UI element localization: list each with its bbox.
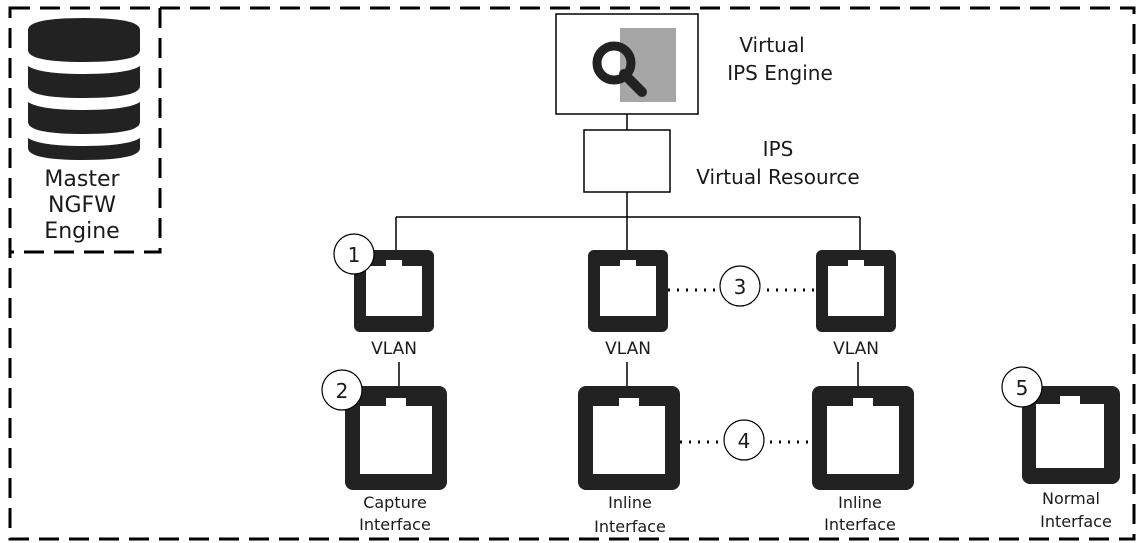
interface-label-line2: Interface <box>1040 512 1112 531</box>
callout-circle <box>333 233 375 275</box>
ips-virtual-resource-label-1: IPS <box>763 137 794 161</box>
inline-interface-port-icon <box>578 386 680 490</box>
magnifier-icon <box>592 41 647 97</box>
callout-circle <box>321 369 363 411</box>
interface-label-line2: Interface <box>359 515 431 534</box>
callout-circle <box>723 419 765 461</box>
database-icon <box>28 18 140 160</box>
interface-label-line1: Capture <box>363 493 427 512</box>
callout-circle <box>719 265 761 307</box>
master-engine-label-3: Engine <box>44 219 119 244</box>
callout-circle <box>1001 366 1043 408</box>
interface-label-line2: Interface <box>594 517 666 536</box>
callout-number: 1 <box>348 243 361 267</box>
master-engine-label-1: Master <box>44 167 120 192</box>
interface-label-line1: Inline <box>608 493 652 512</box>
master-engine-label-2: NGFW <box>48 193 116 218</box>
virtual-ips-engine-label-1: Virtual <box>739 33 804 57</box>
callout-number: 3 <box>734 275 747 299</box>
callout-number: 5 <box>1016 376 1029 400</box>
ips-virtual-resource-label-2: Virtual Resource <box>696 165 859 189</box>
interface-label-line1: Normal <box>1042 489 1100 508</box>
normal-interface-port-icon <box>1022 386 1120 484</box>
virtual-ips-engine-label-2: IPS Engine <box>727 61 833 85</box>
vlan-port-icon <box>816 250 896 332</box>
vlan-label: VLAN <box>605 339 651 359</box>
interface-label-line1: Inline <box>838 493 882 512</box>
callout-number: 2 <box>336 379 349 403</box>
vlan-port-icon <box>588 250 668 332</box>
vlan-port-icon <box>354 250 434 332</box>
capture-interface-port-icon <box>345 386 447 490</box>
callout-number: 4 <box>738 429 751 453</box>
vlan-label: VLAN <box>371 339 417 359</box>
master-engine-box <box>10 6 162 254</box>
vlan-label: VLAN <box>833 339 879 359</box>
inline-interface-port-icon <box>812 386 914 490</box>
interface-label-line2: Interface <box>824 515 896 534</box>
outer-boundary <box>8 6 1136 541</box>
ips-virtual-resource-box <box>583 129 671 193</box>
